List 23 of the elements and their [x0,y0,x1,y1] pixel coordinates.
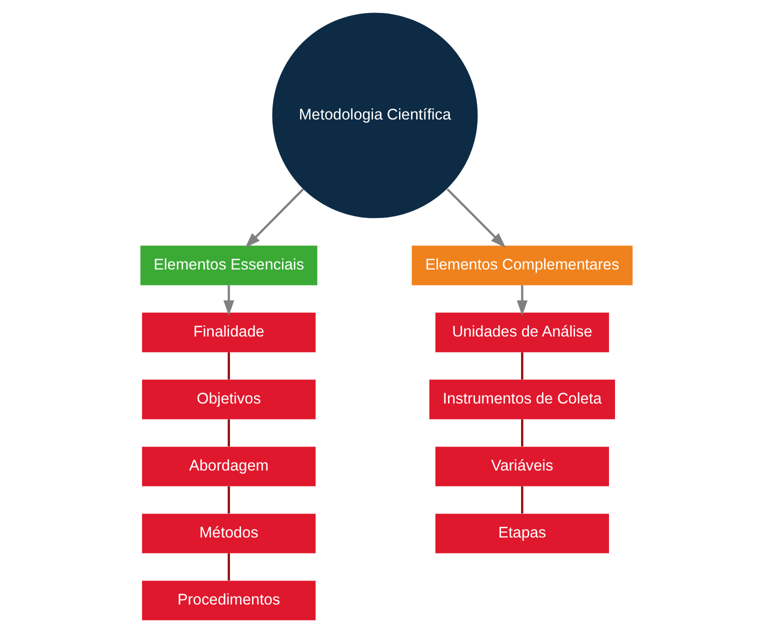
connector [227,486,230,514]
node-box: Etapas [434,514,608,554]
node-box: Objetivos [142,380,316,420]
node-circle: Metodologia Científica [272,12,478,218]
connector [520,486,523,514]
node-box: Abordagem [142,446,316,486]
node-box: Variáveis [434,446,608,486]
connector [520,419,523,446]
arrow [516,285,528,316]
arrow [446,188,506,248]
node-box: Finalidade [142,312,316,352]
connector [227,419,230,446]
connector [227,352,230,380]
node-box: Procedimentos [142,580,316,620]
connector [520,352,523,380]
node-box: Métodos [142,514,316,554]
node-box: Elementos Complementares [411,246,632,286]
node-box: Unidades de Análise [434,312,608,352]
arrow [244,188,304,248]
arrow [222,285,234,316]
connector [227,553,230,580]
node-box: Elementos Essenciais [140,246,317,286]
node-box: Instrumentos de Coleta [428,380,615,420]
